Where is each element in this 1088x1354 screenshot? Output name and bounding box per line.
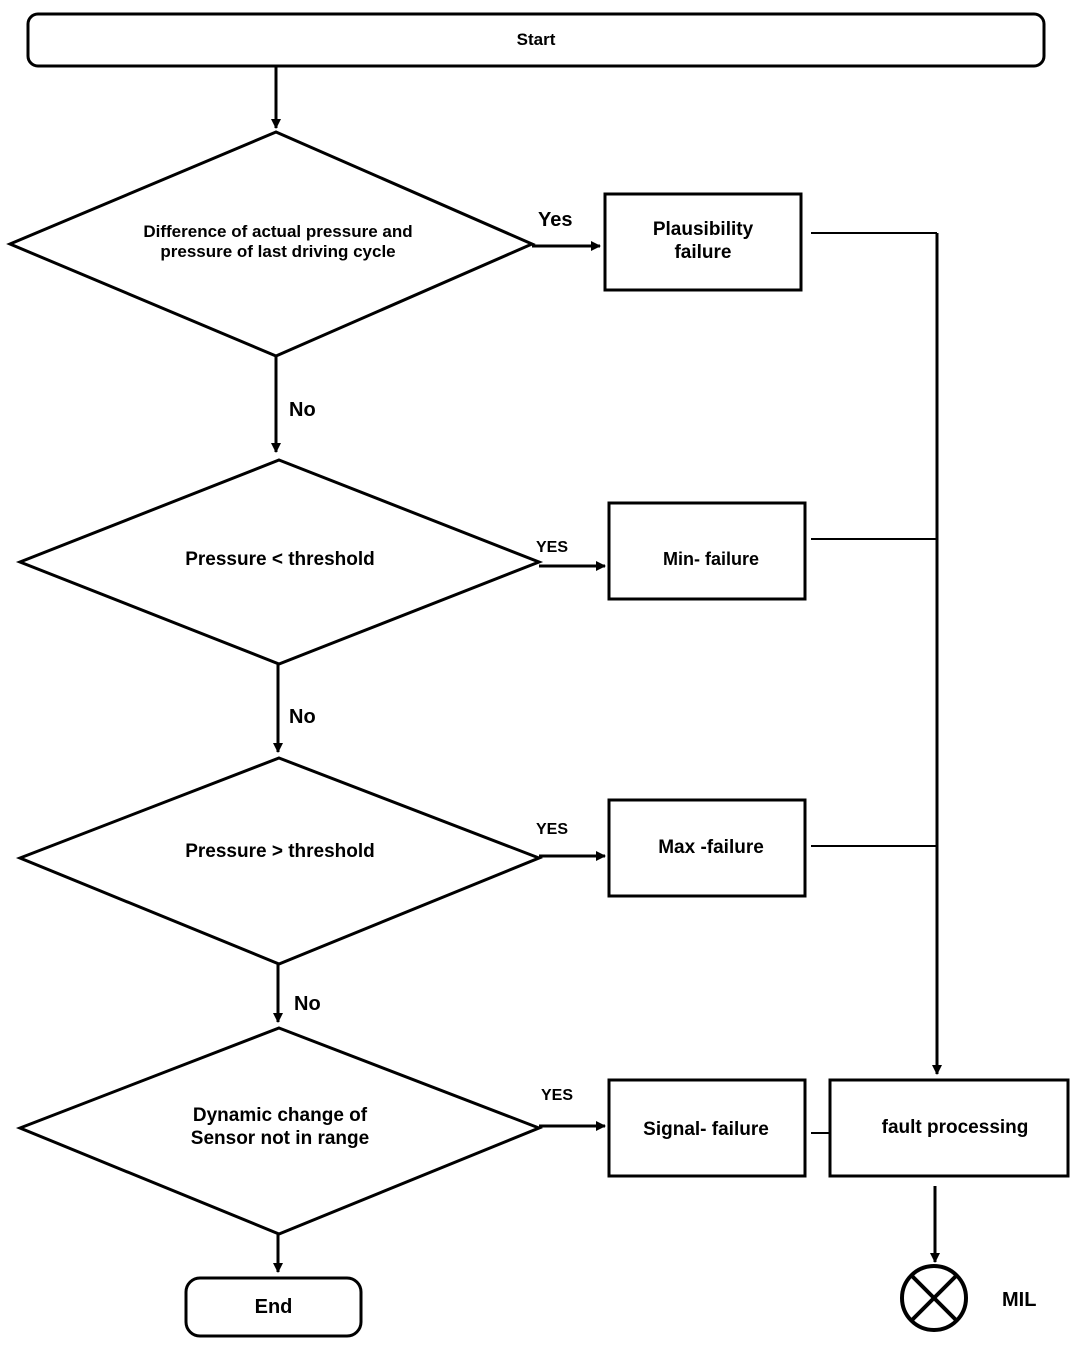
decision-1-label: Difference of actual pressure and pressu…	[143, 221, 413, 261]
mil-lamp-cross-2	[909, 1273, 959, 1323]
failure-box-4	[607, 1078, 807, 1178]
start-terminator	[26, 12, 1046, 68]
fault-processing-label: fault processing	[881, 1116, 1029, 1138]
failure-3-label: Max -failure	[658, 836, 764, 858]
failure-box-1	[603, 192, 803, 292]
yes-label-2: YES	[536, 539, 569, 556]
yes-label-3: YES	[536, 821, 569, 838]
decision-2-label: Pressure < threshold	[185, 548, 375, 570]
no-label-3: No	[294, 993, 321, 1015]
failure-2-label: Min- failure	[662, 549, 759, 570]
decision-4-label: Dynamic change of Sensor not in range	[190, 1105, 370, 1149]
fault-processing-box	[828, 1078, 1070, 1178]
failure-box-3	[607, 798, 807, 898]
failure-box-2	[607, 501, 807, 601]
no-label-1: No	[289, 399, 316, 421]
failure-1-label: Plausibility failure	[652, 219, 754, 263]
yes-label-1: Yes	[538, 209, 573, 231]
end-label: End	[254, 1296, 293, 1318]
yes-label-4: YES	[541, 1087, 574, 1104]
end-terminator	[184, 1276, 363, 1338]
failure-4-label: Signal- failure	[643, 1118, 769, 1140]
decision-3-label: Pressure > threshold	[185, 840, 375, 862]
no-label-2: No	[289, 706, 316, 728]
mil-label: MIL	[1002, 1289, 1037, 1311]
start-label: Start	[516, 29, 556, 49]
